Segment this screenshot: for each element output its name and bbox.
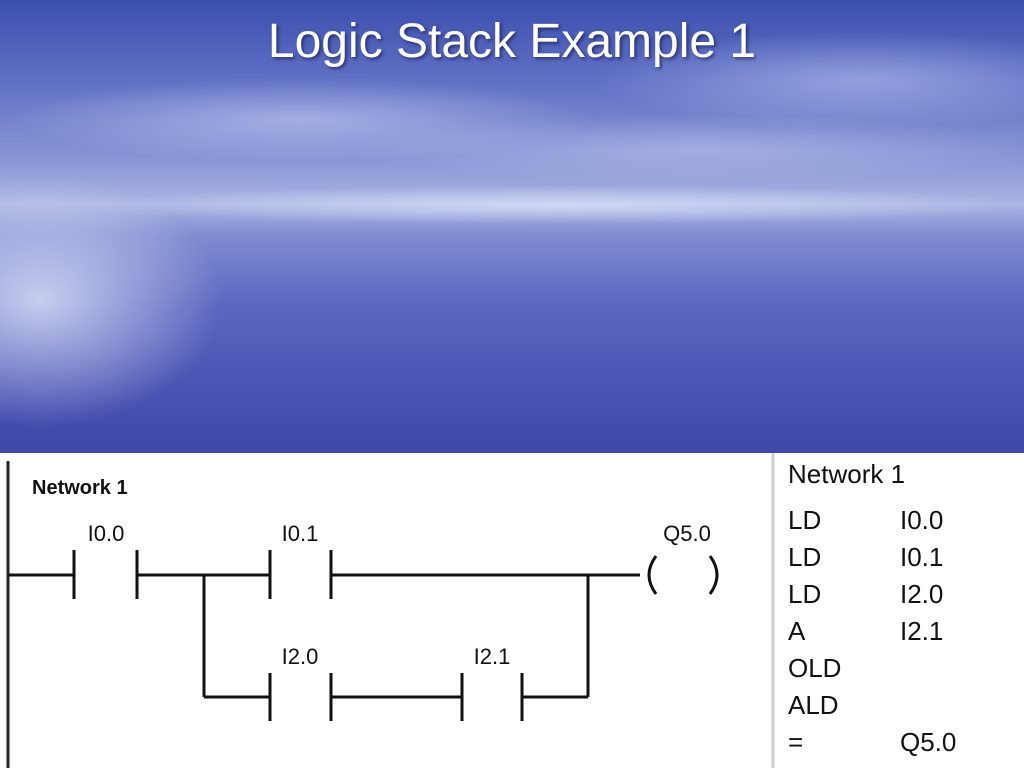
stl-operator: LD [788, 579, 822, 609]
contact-label-i0-0: I0.0 [88, 521, 125, 546]
contact-i0-0 [72, 550, 139, 599]
coil-q5-0 [647, 555, 719, 595]
contact-i2-0 [268, 673, 333, 721]
coil-label-q5-0: Q5.0 [663, 521, 711, 546]
stl-operand: Q5.0 [900, 727, 957, 757]
ladder-diagram: Network 1 I0.0 I0.1 [6, 453, 775, 768]
diagram-panel: Network 1 I0.0 I0.1 [0, 453, 1024, 768]
stl-network-label: Network 1 [788, 459, 906, 489]
stl-operator: A [788, 616, 806, 646]
contact-i2-1 [460, 673, 524, 721]
sky-background-image [0, 0, 1024, 453]
stl-operator: LD [788, 505, 822, 535]
contact-i0-1 [268, 550, 333, 599]
parallel-branch [202, 575, 590, 699]
stl-operator: LD [788, 542, 822, 572]
contact-label-i2-1: I2.1 [474, 644, 511, 669]
stl-operator: = [788, 727, 804, 757]
stl-operand: I2.0 [900, 579, 944, 609]
slide-title: Logic Stack Example 1 [267, 15, 757, 68]
stl-operator: OLD [788, 653, 842, 683]
stl-operator: ALD [788, 690, 839, 720]
contact-label-i0-1: I0.1 [282, 521, 319, 546]
stl-operand: I2.1 [900, 616, 944, 646]
contact-label-i2-0: I2.0 [282, 644, 319, 669]
ladder-network-label: Network 1 [32, 477, 128, 499]
stl-operand: I0.1 [900, 542, 944, 572]
stl-operand: I0.0 [900, 505, 944, 535]
